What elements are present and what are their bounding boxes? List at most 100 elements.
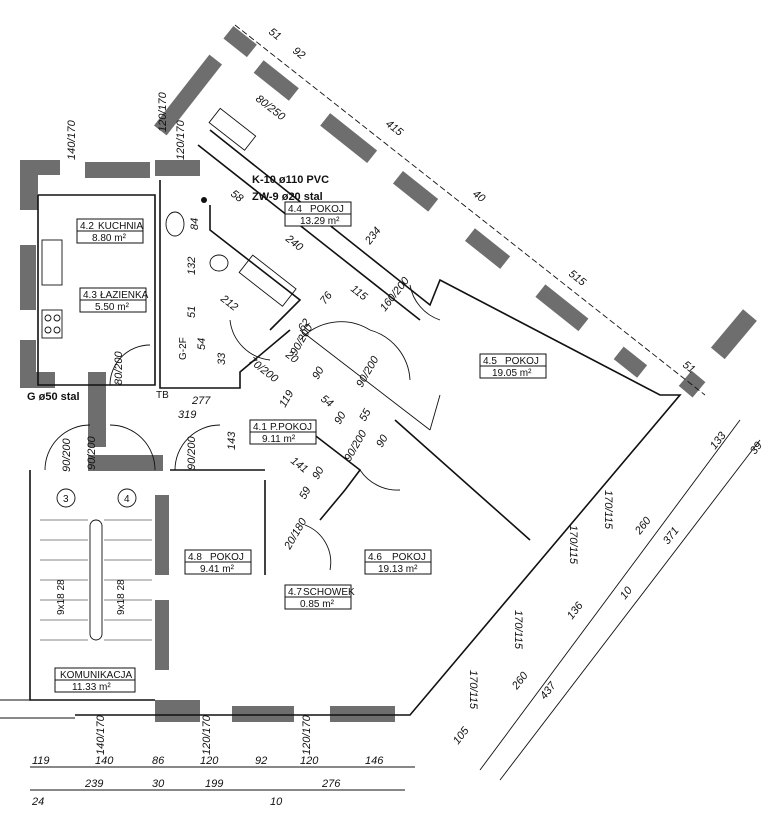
svg-text:19.13 m²: 19.13 m²	[378, 564, 418, 575]
svg-text:4.2: 4.2	[80, 221, 94, 232]
svg-text:90: 90	[310, 364, 327, 381]
svg-text:90/200: 90/200	[61, 437, 73, 472]
bathtub-icon	[238, 254, 297, 307]
svg-text:P.POKOJ: P.POKOJ	[270, 422, 312, 433]
svg-text:30: 30	[152, 778, 165, 790]
svg-text:8.80 m²: 8.80 m²	[92, 233, 127, 244]
svg-text:4: 4	[124, 494, 130, 505]
svg-text:51: 51	[186, 306, 198, 318]
svg-text:4.8: 4.8	[188, 552, 202, 563]
svg-text:371: 371	[661, 525, 682, 547]
svg-text:90: 90	[310, 464, 327, 481]
room-komunikacja: KOMUNIKACJA 11.33 m²	[54, 667, 136, 693]
svg-text:4.7: 4.7	[288, 587, 302, 598]
svg-text:170/115: 170/115	[512, 610, 524, 650]
svg-text:54: 54	[196, 338, 208, 350]
svg-text:239: 239	[84, 778, 103, 790]
right-diagonal-dimensions: 133 39 260 371 136 260 437 105 10 170/11…	[451, 419, 765, 781]
svg-text:54: 54	[318, 393, 335, 410]
svg-text:260: 260	[632, 514, 654, 537]
room-4-8-pokoj: 4.8 POKOJ 9.41 m²	[184, 549, 252, 575]
svg-text:90/200: 90/200	[354, 354, 382, 390]
svg-text:24: 24	[31, 796, 44, 808]
svg-text:KOMUNIKACJA: KOMUNIKACJA	[60, 670, 133, 681]
svg-text:ŁAZIENKA: ŁAZIENKA	[100, 290, 149, 301]
svg-text:105: 105	[451, 724, 472, 747]
svg-text:0.85 m²: 0.85 m²	[300, 599, 335, 610]
svg-text:136: 136	[565, 599, 586, 622]
svg-text:120: 120	[200, 755, 219, 767]
svg-text:160/200: 160/200	[378, 274, 412, 313]
svg-text:POKOJ: POKOJ	[505, 356, 539, 367]
svg-text:ZW-9 ø20 stal: ZW-9 ø20 stal	[252, 191, 323, 203]
svg-text:11.33 m²: 11.33 m²	[72, 682, 111, 693]
svg-text:212: 212	[217, 292, 240, 313]
walls	[20, 25, 757, 722]
svg-text:120/170: 120/170	[301, 714, 313, 755]
svg-text:199: 199	[205, 778, 223, 790]
svg-text:55: 55	[357, 406, 374, 423]
svg-text:3: 3	[63, 494, 69, 505]
svg-text:170/115: 170/115	[567, 525, 579, 565]
svg-text:33: 33	[216, 352, 228, 365]
svg-text:515: 515	[566, 268, 589, 289]
svg-text:76: 76	[318, 289, 336, 307]
svg-text:39: 39	[748, 440, 765, 457]
svg-text:19.05 m²: 19.05 m²	[492, 368, 532, 379]
svg-text:70/200: 70/200	[246, 355, 281, 386]
svg-text:277: 277	[191, 395, 211, 407]
svg-text:10: 10	[618, 584, 636, 602]
svg-text:80/200: 80/200	[113, 350, 125, 385]
svg-text:276: 276	[321, 778, 341, 790]
svg-text:62: 62	[296, 317, 313, 334]
svg-text:119: 119	[277, 388, 296, 409]
outlines	[0, 24, 706, 719]
svg-text:90: 90	[374, 432, 391, 449]
svg-text:59: 59	[297, 485, 314, 502]
svg-text:140/170: 140/170	[95, 714, 107, 755]
svg-text:TB: TB	[156, 390, 169, 401]
svg-text:4.3: 4.3	[83, 290, 97, 301]
svg-text:POKOJ: POKOJ	[392, 552, 426, 563]
room-4-5-pokoj: 4.5 POKOJ 19.05 m²	[479, 353, 547, 379]
svg-text:POKOJ: POKOJ	[310, 204, 344, 215]
svg-text:146: 146	[365, 755, 384, 767]
svg-text:92: 92	[255, 755, 267, 767]
svg-text:4.5: 4.5	[483, 356, 497, 367]
svg-text:240: 240	[282, 232, 305, 254]
svg-text:20/180: 20/180	[282, 516, 310, 553]
svg-text:319: 319	[178, 409, 196, 421]
svg-text:92: 92	[290, 45, 307, 62]
svg-text:9x18 28: 9x18 28	[56, 579, 67, 615]
svg-text:K-10 ø110 PVC: K-10 ø110 PVC	[252, 174, 329, 186]
svg-text:KUCHNIA: KUCHNIA	[98, 221, 143, 232]
svg-text:10: 10	[270, 796, 283, 808]
svg-text:9.11 m²: 9.11 m²	[262, 434, 296, 445]
svg-text:51: 51	[266, 26, 283, 43]
svg-text:437: 437	[538, 679, 559, 702]
svg-text:90/200: 90/200	[342, 428, 370, 464]
svg-text:G-2F: G-2F	[178, 337, 189, 360]
svg-text:120/170: 120/170	[201, 714, 213, 755]
svg-text:140/170: 140/170	[66, 119, 78, 160]
bottom-dimensions: 119 140 86 120 92 120 146 239 30 199 276…	[30, 91, 415, 808]
svg-text:141: 141	[288, 455, 310, 476]
top-diagonal-dimensions: 51 92 415 40 515 51	[266, 26, 697, 376]
svg-text:9.41 m²: 9.41 m²	[200, 564, 235, 575]
svg-text:260: 260	[509, 669, 531, 692]
svg-text:120: 120	[300, 755, 319, 767]
svg-text:115: 115	[348, 283, 370, 304]
svg-text:90/200: 90/200	[186, 435, 198, 470]
svg-text:G ø50 stal: G ø50 stal	[27, 391, 80, 403]
svg-text:POKOJ: POKOJ	[210, 552, 244, 563]
svg-text:86: 86	[152, 755, 165, 767]
room-4-2-kuchnia: 4.2 KUCHNIA 8.80 m²	[76, 218, 144, 244]
fixtures	[41, 107, 297, 339]
